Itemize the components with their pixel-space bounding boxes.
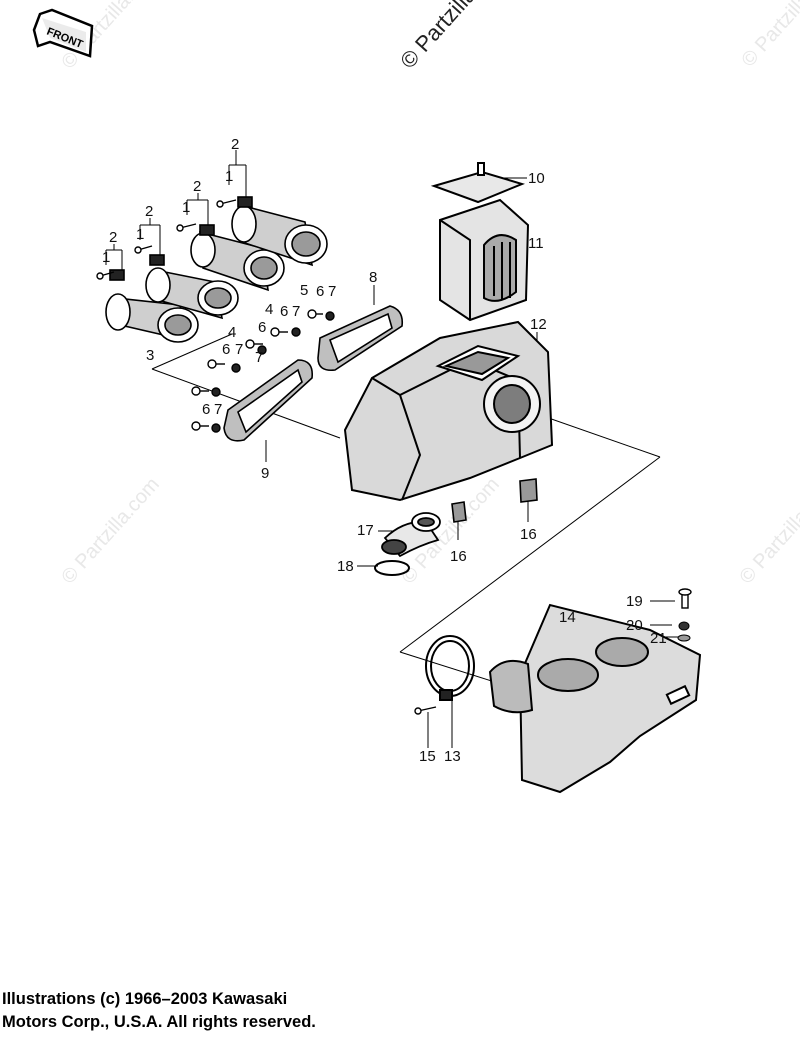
drain-hose — [381, 512, 441, 558]
callouts: 2 1 2 1 2 1 2 1 3 4 4 5 6 7 6 7 6 7 6 7 … — [102, 136, 667, 765]
callout-6d: 6 — [222, 341, 230, 358]
screw-1b — [134, 245, 153, 254]
watermark: © Partzilla.com — [735, 473, 800, 588]
callout-2c: 2 — [145, 203, 153, 220]
callout-7b: 7 — [328, 283, 336, 300]
screw-6d — [307, 309, 323, 319]
callout-2a: 2 — [231, 136, 239, 153]
screw-15 — [414, 706, 437, 715]
callout-7c: 7 — [255, 349, 263, 366]
callout-2b: 2 — [193, 178, 201, 195]
callout-1c: 1 — [136, 226, 144, 243]
intake-boots — [105, 196, 328, 343]
watermark-top: © Partzilla.com — [395, 0, 513, 73]
watermark: © Partzilla.com — [57, 473, 164, 588]
washer-7f — [211, 423, 221, 433]
callout-7e: 7 — [214, 401, 222, 418]
callout-14: 14 — [559, 609, 576, 626]
screw-1d — [216, 199, 237, 208]
filter-element — [439, 198, 530, 322]
gasket-8 — [317, 305, 404, 372]
washer-7b — [257, 345, 267, 355]
washer-7a — [231, 363, 241, 373]
screws — [96, 199, 335, 433]
screw-6b — [245, 339, 263, 349]
callout-4a: 4 — [228, 324, 236, 341]
clamp — [149, 254, 165, 266]
washer-21 — [677, 634, 691, 642]
callout-15: 15 — [419, 748, 436, 765]
callout-3: 3 — [146, 347, 154, 364]
callout-2d: 2 — [109, 229, 117, 246]
callout-12: 12 — [530, 316, 547, 333]
callout-6b: 6 — [316, 283, 324, 300]
callout-13: 13 — [444, 748, 461, 765]
callout-20: 20 — [626, 617, 643, 634]
screw-6f — [191, 421, 209, 431]
clamp — [109, 269, 125, 281]
clamp — [237, 196, 253, 208]
callout-7d: 7 — [235, 341, 243, 358]
copyright-notice: Illustrations (c) 1966–2003 Kawasaki Mot… — [2, 988, 562, 1034]
washer-7d — [325, 311, 335, 321]
callout-1d: 1 — [102, 249, 110, 266]
callout-21: 21 — [650, 630, 667, 647]
callout-5: 5 — [300, 282, 308, 299]
intake-boot-4-left — [145, 267, 239, 320]
clamp-13 — [425, 635, 475, 701]
screw-1c — [176, 223, 197, 232]
nut-20 — [678, 621, 690, 631]
callout-6a: 6 — [280, 303, 288, 320]
copyright-line-2: Motors Corp., U.S.A. All rights reserved… — [2, 1013, 316, 1031]
intake-duct — [488, 603, 702, 794]
callout-9: 9 — [261, 465, 269, 482]
intake-boot-5 — [231, 203, 328, 267]
callout-7a: 7 — [292, 303, 300, 320]
callout-6c: 6 — [258, 319, 266, 336]
intake-boot-3 — [105, 293, 199, 343]
callout-11: 11 — [528, 235, 544, 252]
callout-10: 10 — [528, 170, 545, 187]
clamp — [199, 224, 215, 236]
o-ring-18 — [374, 560, 410, 576]
callout-17: 17 — [357, 522, 374, 539]
grommets-16 — [451, 478, 538, 523]
callout-6e: 6 — [202, 401, 210, 418]
screw-6e — [191, 386, 209, 396]
callout-18: 18 — [337, 558, 354, 575]
watermark: © Partzilla.com — [737, 0, 800, 71]
screw-6c — [270, 327, 288, 337]
callout-16a: 16 — [450, 548, 467, 565]
bolt-19 — [678, 588, 692, 609]
front-arrow-icon: FRONT — [32, 8, 94, 58]
callout-8: 8 — [369, 269, 377, 286]
callout-1a: 1 — [225, 168, 233, 185]
screw-6a — [207, 359, 225, 369]
washer-7c — [291, 327, 301, 337]
callout-16b: 16 — [520, 526, 537, 543]
intake-boot-4-right — [190, 230, 285, 292]
callout-1b: 1 — [182, 199, 190, 216]
callout-19: 19 — [626, 593, 643, 610]
washer-7e — [211, 387, 221, 397]
gasket-9 — [223, 359, 314, 442]
screw-1a — [96, 271, 115, 280]
callout-4b: 4 — [265, 301, 273, 318]
air-cleaner-housing — [343, 320, 554, 502]
copyright-line-1: Illustrations (c) 1966–2003 Kawasaki — [2, 990, 288, 1008]
element-cover — [430, 162, 525, 204]
